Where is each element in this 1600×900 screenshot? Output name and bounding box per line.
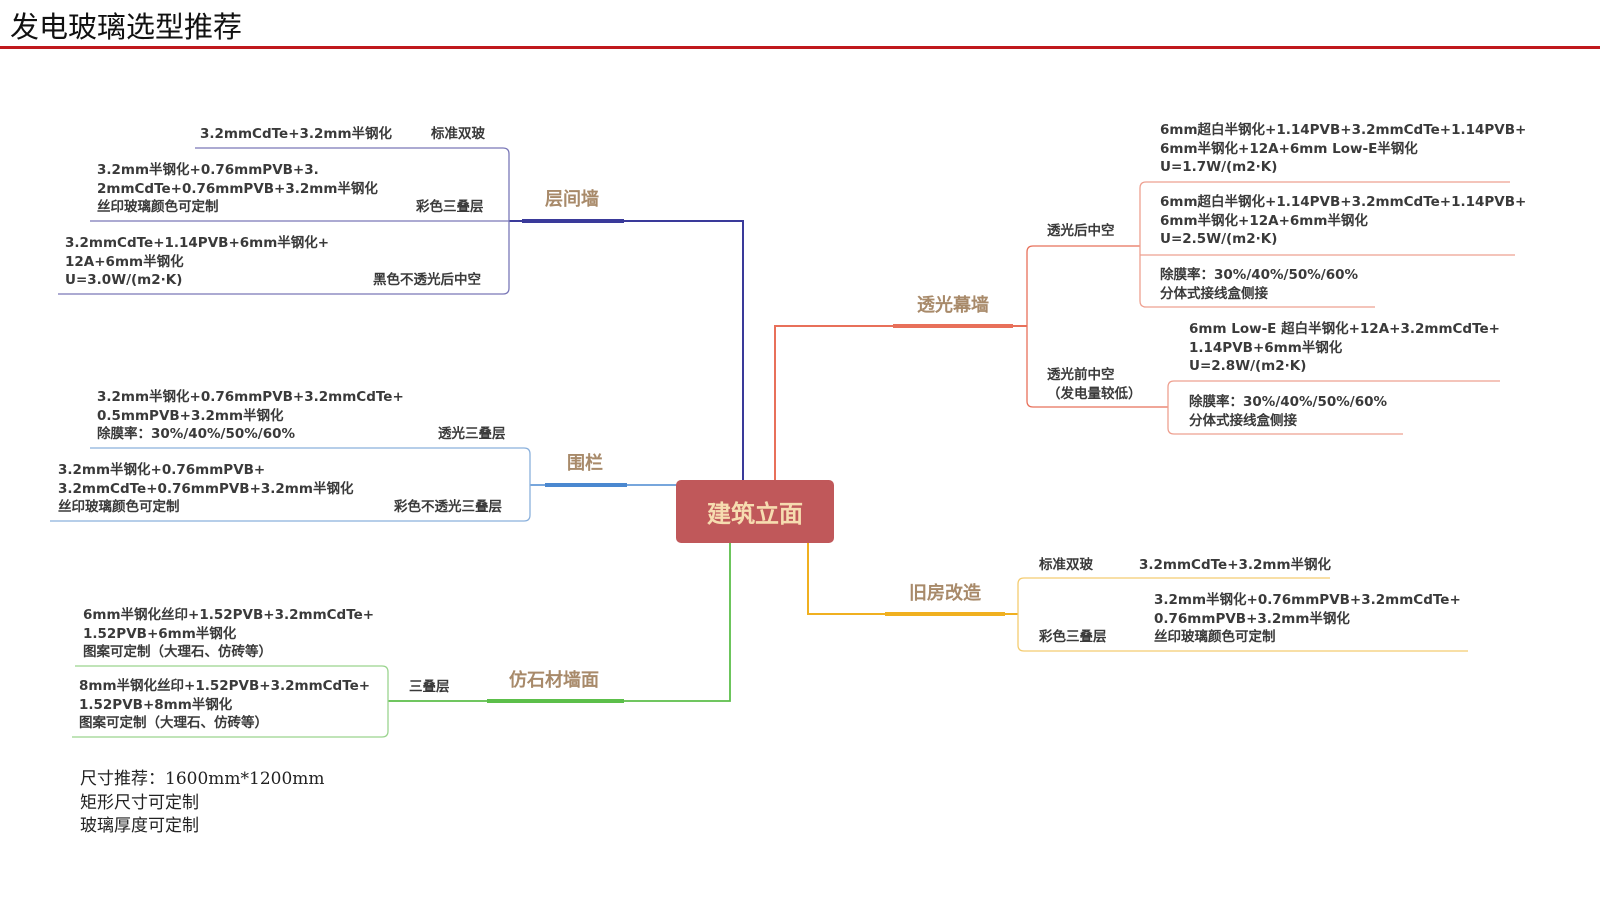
- connector-fence: [50, 447, 677, 522]
- leaf-text: 8mm半钢化丝印+1.52PVB+3.2mmCdTe+1.52PVB+8mm半钢…: [79, 678, 371, 731]
- leaf-text: 3.2mm半钢化+0.76mmPVB+3.2mmCdTe+0.76mmPVB+3…: [58, 462, 354, 515]
- branch-retrofit: 旧房改造: [909, 583, 981, 604]
- connector-curtain-wall: [774, 181, 1515, 480]
- leaf-type: 标准双玻: [1039, 557, 1093, 573]
- size-note: 矩形尺寸可定制: [80, 792, 199, 813]
- page-title: 发电玻璃选型推荐: [10, 10, 243, 44]
- leaf-text: 3.2mmCdTe+3.2mm半钢化: [1139, 557, 1332, 573]
- leaf-text: 3.2mmCdTe+3.2mm半钢化: [200, 126, 393, 142]
- sub-branch-label: 透光后中空: [1047, 223, 1115, 239]
- title-divider: [0, 46, 1600, 49]
- leaf-text: 除膜率：30%/40%/50%/60%分体式接线盒侧接: [1189, 394, 1388, 429]
- branch-interfloor-wall: 层间墙: [545, 189, 599, 210]
- leaf-text: 6mm半钢化丝印+1.52PVB+3.2mmCdTe+1.52PVB+6mm半钢…: [83, 607, 375, 660]
- sub-branch-label: 透光前中空（发电量较低）: [1047, 367, 1142, 402]
- branch-curtain-wall: 透光幕墙: [917, 295, 989, 316]
- leaf-type: 透光三叠层: [438, 426, 506, 442]
- central-node: 建筑立面: [676, 480, 834, 543]
- leaf-text: 3.2mm半钢化+0.76mmPVB+3.2mmCdTe+0.5mmPVB+3.…: [97, 389, 404, 442]
- connector-stone-wall: [72, 543, 731, 738]
- footer-notes: 尺寸推荐：1600mm*1200mm 矩形尺寸可定制 玻璃厚度可定制: [80, 768, 325, 839]
- leaf-text: 除膜率：30%/40%/50%/60%分体式接线盒侧接: [1160, 267, 1359, 302]
- leaf-type: 彩色三叠层: [1039, 629, 1107, 645]
- leaf-type: 标准双玻: [431, 126, 485, 142]
- leaf-type: 彩色三叠层: [416, 199, 484, 215]
- connector-retrofit: [807, 543, 1468, 652]
- thickness-note: 玻璃厚度可定制: [80, 816, 199, 836]
- leaf-type: 黑色不透光后中空: [373, 272, 481, 288]
- leaf-text: 6mm超白半钢化+1.14PVB+3.2mmCdTe+1.14PVB+6mm半钢…: [1160, 194, 1527, 247]
- leaf-text: 6mm Low-E 超白半钢化+12A+3.2mmCdTe+1.14PVB+6m…: [1189, 321, 1500, 374]
- branch-fence: 围栏: [567, 453, 603, 474]
- branch-stone-wall: 仿石材墙面: [509, 670, 599, 691]
- leaf-type: 彩色不透光三叠层: [394, 499, 502, 515]
- leaf-text: 6mm超白半钢化+1.14PVB+3.2mmCdTe+1.14PVB+6mm半钢…: [1160, 122, 1527, 175]
- leaf-text: 3.2mm半钢化+0.76mmPVB+3.2mmCdTe+0.76mmPVB+3…: [97, 162, 378, 215]
- leaf-type: 三叠层: [409, 679, 450, 695]
- size-recommendation: 尺寸推荐：1600mm*1200mm: [80, 769, 325, 789]
- leaf-text: 3.2mm半钢化+0.76mmPVB+3.2mmCdTe+0.76mmPVB+3…: [1154, 592, 1461, 645]
- connector-interfloor-wall: [58, 147, 744, 480]
